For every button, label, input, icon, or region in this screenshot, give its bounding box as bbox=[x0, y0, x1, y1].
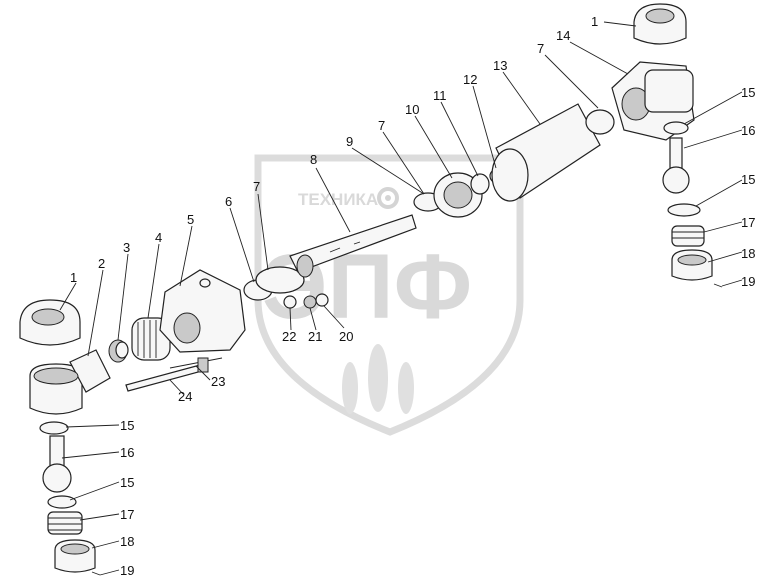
part-14-flange-housing bbox=[611, 61, 695, 141]
label-18-left: 18 bbox=[120, 534, 134, 549]
part-19-left-pin bbox=[91, 571, 101, 576]
part-5-tee-housing bbox=[159, 269, 246, 353]
label-19-left: 19 bbox=[120, 563, 134, 578]
part-24-long-bolt bbox=[125, 357, 209, 392]
label-17-right: 17 bbox=[741, 215, 755, 230]
gear-icon bbox=[377, 187, 399, 209]
label-17-left: 17 bbox=[120, 507, 134, 522]
label-14: 14 bbox=[556, 28, 570, 43]
part-18-right-cup bbox=[671, 249, 713, 281]
part-8-shaft bbox=[289, 214, 417, 278]
label-7-left: 7 bbox=[253, 179, 260, 194]
label-20: 20 bbox=[339, 329, 353, 344]
label-8: 8 bbox=[310, 152, 317, 167]
part-labels: 1 2 3 4 5 6 7 8 9 7 10 11 12 13 7 14 1 1… bbox=[70, 14, 755, 578]
part-18-left-cup bbox=[54, 539, 96, 573]
label-12: 12 bbox=[463, 72, 477, 87]
part-15-left-washer-lower bbox=[47, 495, 77, 509]
label-10: 10 bbox=[405, 102, 419, 117]
part-11-seal bbox=[470, 173, 490, 195]
wheat-emblem-icon bbox=[342, 344, 414, 414]
label-18-right: 18 bbox=[741, 246, 755, 261]
label-15-left-upper: 15 bbox=[120, 418, 134, 433]
part-17-left-spring bbox=[47, 511, 83, 535]
label-19-right: 19 bbox=[741, 274, 755, 289]
label-7-right: 7 bbox=[537, 41, 544, 56]
label-13: 13 bbox=[493, 58, 507, 73]
label-1-left: 1 bbox=[70, 270, 77, 285]
label-15-right-upper: 15 bbox=[741, 85, 755, 100]
label-16-right: 16 bbox=[741, 123, 755, 138]
part-13-cylinder bbox=[491, 103, 601, 202]
part-16-right-ball-pin bbox=[662, 137, 690, 194]
part-20-plug bbox=[315, 293, 329, 307]
part-7-ring-center bbox=[585, 109, 615, 135]
label-21: 21 bbox=[308, 329, 322, 344]
leader-lines bbox=[59, 21, 743, 576]
part-2-ball-housing bbox=[29, 349, 111, 415]
label-7-center: 7 bbox=[378, 118, 385, 133]
part-15-left-washer-upper bbox=[39, 421, 69, 435]
part-17-right-spring bbox=[671, 225, 705, 247]
label-6: 6 bbox=[225, 194, 232, 209]
part-7-ring-left bbox=[255, 266, 305, 294]
label-24: 24 bbox=[178, 389, 192, 404]
label-5: 5 bbox=[187, 212, 194, 227]
label-15-right-lower: 15 bbox=[741, 172, 755, 187]
watermark-brand-text: ТЕХНИКА bbox=[298, 190, 378, 209]
part-21-valve bbox=[303, 295, 317, 309]
label-4: 4 bbox=[155, 230, 162, 245]
part-15-right-washer-lower bbox=[667, 203, 701, 217]
label-1-right: 1 bbox=[591, 14, 598, 29]
part-16-left-ball-pin bbox=[42, 435, 72, 493]
label-16-left: 16 bbox=[120, 445, 134, 460]
label-22: 22 bbox=[282, 329, 296, 344]
label-15-left-lower: 15 bbox=[120, 475, 134, 490]
label-2: 2 bbox=[98, 256, 105, 271]
label-11: 11 bbox=[433, 88, 447, 103]
label-3: 3 bbox=[123, 240, 130, 255]
part-1-left-cap bbox=[19, 299, 81, 346]
watermark-shield bbox=[254, 154, 524, 436]
part-23-bolt-shank bbox=[169, 357, 223, 369]
part-15-right-washer-upper bbox=[663, 121, 689, 135]
part-22-ball bbox=[283, 295, 297, 309]
part-3-nut bbox=[108, 339, 129, 363]
part-10-bearing bbox=[433, 172, 483, 218]
label-9: 9 bbox=[346, 134, 353, 149]
label-23: 23 bbox=[211, 374, 225, 389]
part-19-right-pin bbox=[713, 283, 723, 288]
part-1-right-cap bbox=[633, 3, 687, 45]
